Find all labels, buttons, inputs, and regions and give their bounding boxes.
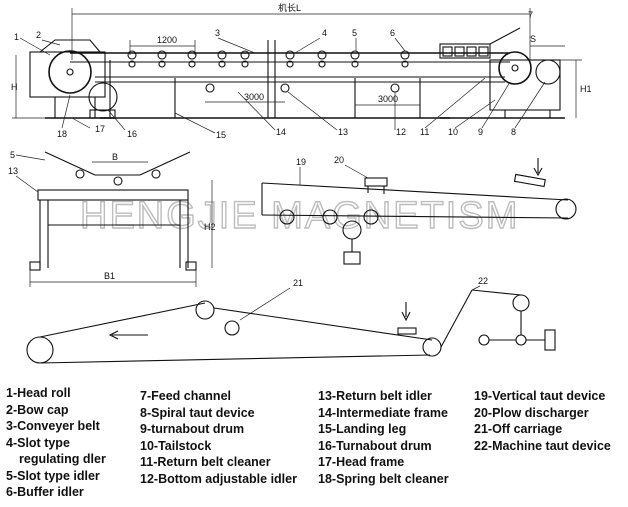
callout-17: 17 bbox=[95, 124, 105, 134]
callout-8: 8 bbox=[511, 127, 516, 137]
side-callout-13: 13 bbox=[8, 166, 18, 176]
legend-item: 5-Slot type idler bbox=[6, 468, 100, 483]
spacing-3000-dimensions: 3000 3000 bbox=[205, 92, 420, 106]
legend-item: 12-Bottom adjustable idler bbox=[140, 471, 297, 486]
callout-2: 2 bbox=[36, 30, 41, 40]
height-h-label: H bbox=[11, 82, 18, 92]
legend-item: 10-Tailstock bbox=[140, 438, 212, 453]
feed-channel bbox=[439, 27, 521, 59]
callout-16: 16 bbox=[127, 129, 137, 139]
legend-column-3: 13-Return belt idler 14-Intermediate fra… bbox=[318, 388, 449, 487]
callout-22: 22 bbox=[478, 276, 488, 286]
legend-item: 11-Return belt cleaner bbox=[140, 455, 271, 469]
height-h1-label: H1 bbox=[580, 84, 592, 94]
callout-18: 18 bbox=[57, 129, 67, 139]
length-label: 机长L bbox=[278, 2, 301, 13]
spacing-3000-label-a: 3000 bbox=[244, 92, 264, 102]
width-b-label: B bbox=[112, 152, 118, 162]
legend-item: 16-Turnabout drum bbox=[318, 438, 432, 453]
s-label: S bbox=[530, 34, 536, 44]
legend-column-2: 7-Feed channel 8-Spiral taut device 9-tu… bbox=[140, 388, 297, 487]
callout-14: 14 bbox=[276, 127, 286, 137]
tail-section: S bbox=[440, 34, 565, 119]
legend-column-4: 19-Vertical taut device 20-Plow discharg… bbox=[474, 388, 611, 454]
legend-item: 4-Slot type bbox=[6, 435, 70, 450]
legend-item: 3-Conveyer belt bbox=[6, 419, 100, 433]
spacing-1200-dimension: 1200 bbox=[129, 35, 196, 55]
height-h2-label: H2 bbox=[204, 222, 216, 232]
legend-item: 21-Off carriage bbox=[474, 422, 563, 436]
head-section bbox=[29, 39, 118, 119]
side-callout-5: 5 bbox=[10, 150, 15, 160]
legend-column-1: 1-Head roll 2-Bow cap 3-Conveyer belt 4-… bbox=[6, 385, 106, 501]
carrying-idlers bbox=[127, 50, 410, 68]
legend-item: 17-Head frame bbox=[318, 455, 405, 469]
callout-3: 3 bbox=[215, 28, 220, 38]
watermark-text: HENGJIE MAGNETISM bbox=[80, 195, 519, 237]
width-b1-label: B1 bbox=[104, 271, 115, 281]
belt-path-lower: 21 22 bbox=[26, 276, 556, 364]
legend-item: 7-Feed channel bbox=[140, 389, 231, 403]
legend-item: 1-Head roll bbox=[6, 386, 71, 400]
legend-item: 19-Vertical taut device bbox=[474, 389, 606, 403]
belt-path-upper: 19 20 bbox=[261, 155, 577, 265]
length-dimension: 机长L bbox=[71, 2, 531, 60]
top-callouts: 1 2 3 4 5 6 7 bbox=[14, 10, 533, 56]
callout-5: 5 bbox=[352, 28, 357, 38]
legend-item: 18-Spring belt cleaner bbox=[318, 471, 449, 486]
legend-item: 14-Intermediate frame bbox=[318, 405, 448, 420]
callout-11: 11 bbox=[420, 127, 429, 137]
callout-13: 13 bbox=[338, 127, 348, 137]
callout-1: 1 bbox=[14, 32, 19, 42]
height-h1-dimension: H1 bbox=[560, 59, 592, 118]
intermediate-frame bbox=[100, 40, 450, 119]
spacing-3000-label-b: 3000 bbox=[378, 94, 398, 104]
callout-4: 4 bbox=[322, 28, 327, 38]
spacing-1200-label: 1200 bbox=[157, 35, 177, 45]
conveyor-belt bbox=[70, 52, 510, 83]
height-h-dimension: H bbox=[11, 55, 45, 119]
callout-21: 21 bbox=[293, 278, 303, 288]
bottom-callouts: 18 17 16 15 14 13 12 11 10 9 8 bbox=[57, 77, 546, 140]
legend-item: 9-turnabout drum bbox=[140, 422, 245, 436]
callout-7: 7 bbox=[528, 10, 533, 20]
legend-item: 22-Machine taut device bbox=[474, 438, 611, 453]
callout-20: 20 bbox=[334, 155, 344, 165]
callout-9: 9 bbox=[478, 127, 483, 137]
callout-19: 19 bbox=[296, 157, 306, 167]
callout-10: 10 bbox=[448, 127, 458, 137]
legend-item: 15-Landing leg bbox=[318, 422, 407, 436]
legend-item: 8-Spiral taut device bbox=[140, 405, 255, 420]
cross-section-view: B B1 H2 5 13 bbox=[8, 150, 216, 287]
callout-6: 6 bbox=[390, 28, 395, 38]
legend-item: 20-Plow discharger bbox=[474, 405, 589, 420]
callout-15: 15 bbox=[216, 130, 226, 140]
legend-item: 2-Bow cap bbox=[6, 402, 69, 417]
legend-item: regulating dler bbox=[19, 452, 106, 466]
callout-12: 12 bbox=[396, 127, 406, 137]
legend-item: 13-Return belt idler bbox=[318, 389, 432, 403]
legend-item: 6-Buffer idler bbox=[6, 485, 84, 499]
